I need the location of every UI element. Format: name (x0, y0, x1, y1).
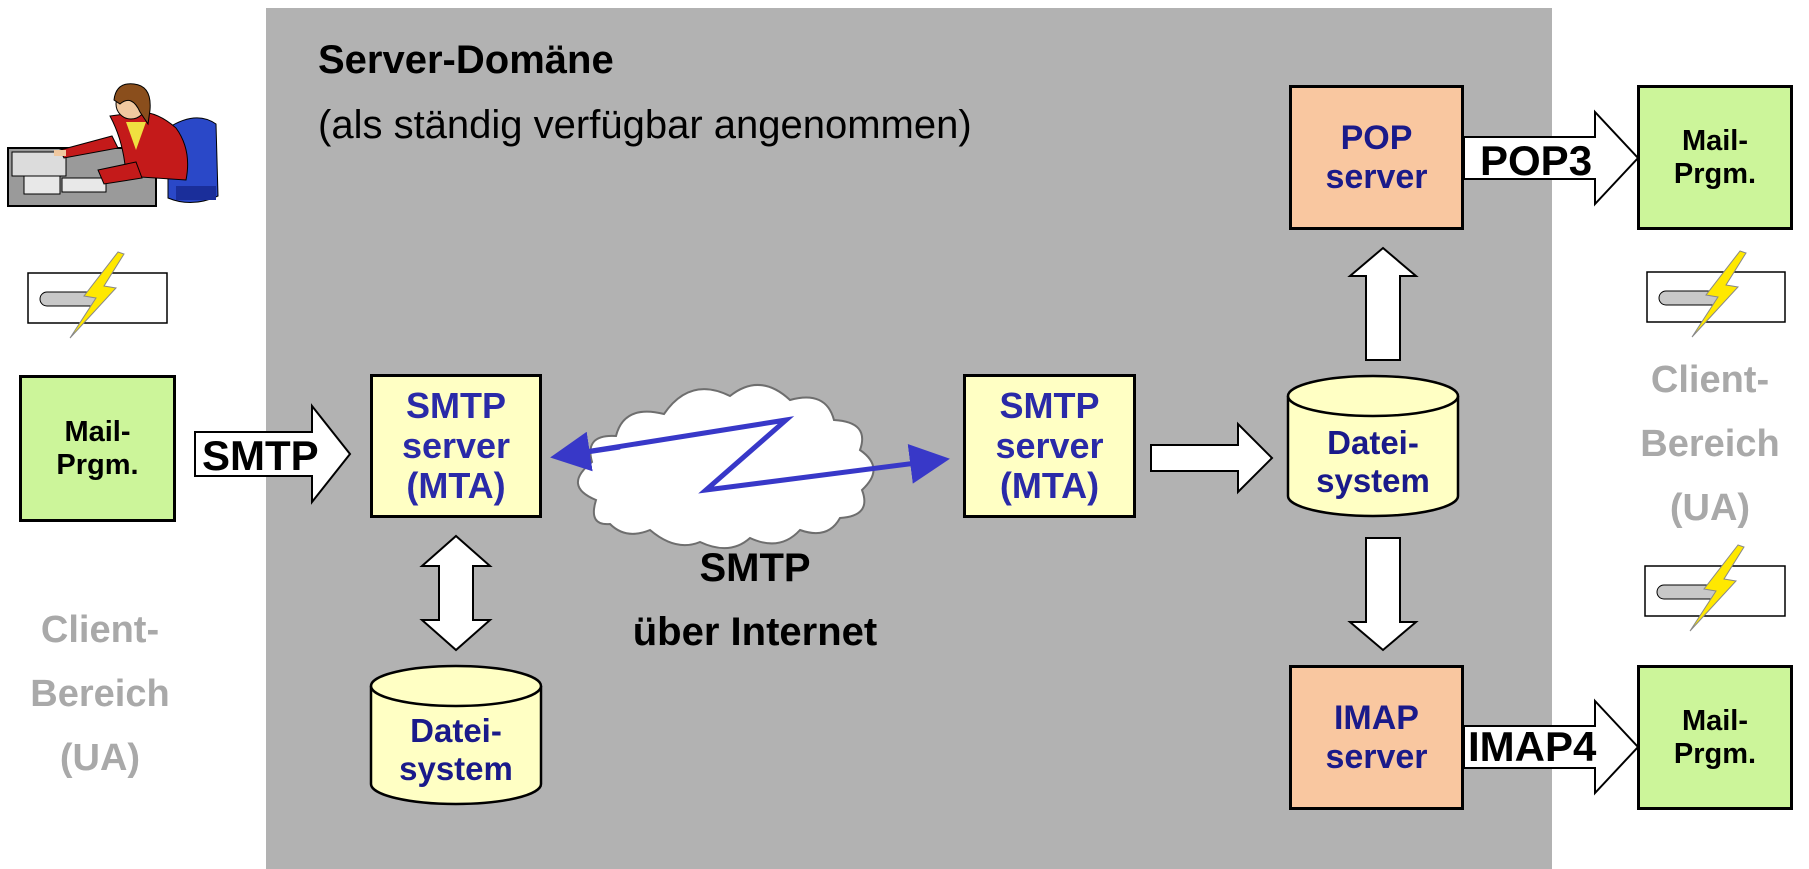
file-system-label-right: Datei- system (1316, 424, 1430, 499)
file-system-label-left: Datei- system (399, 712, 513, 787)
lightning-icon (1691, 250, 1747, 338)
cylinder-icon-left (369, 664, 543, 806)
arrow-icon-up-to-pop (1347, 246, 1419, 361)
internet-label: SMTP über Internet (600, 536, 910, 664)
arrow-icon-mta-to-storage (1150, 421, 1274, 495)
client-area-line: (UA) (59, 737, 141, 779)
smtp-server-sender: SMTP server (MTA) (370, 374, 542, 518)
imap-server-label: IMAP server (1325, 699, 1428, 776)
cloud-icon (577, 383, 875, 549)
mail-program-right-top: Mail- Prgm. (1637, 85, 1793, 230)
mail-program-right-bottom: Mail- Prgm. (1637, 665, 1793, 810)
client-area-label-left: Client- Bereich (UA) (0, 598, 200, 790)
domain-subtitle: (als ständig verfügbar angenommen) (318, 103, 972, 147)
pop-server-label: POP server (1325, 119, 1428, 196)
domain-title: Server-Domäne (318, 38, 614, 82)
pop-server: POP server (1289, 85, 1464, 230)
protocol-label-imap4: IMAP4 (1468, 723, 1597, 770)
arrow-icon-pop3 (1463, 109, 1640, 207)
person-at-computer-icon (7, 83, 219, 207)
client-area-line: (UA) (1669, 487, 1751, 529)
mail-program-label: Mail- Prgm. (56, 416, 139, 481)
client-area-label-right: Client- Bereich (UA) (1612, 348, 1808, 540)
mail-program-left: Mail- Prgm. (19, 375, 176, 522)
internet-label-line: SMTP (699, 546, 811, 590)
client-area-line: Client- (1650, 359, 1770, 401)
protocol-label-pop3: POP3 (1480, 137, 1593, 184)
internet-connection-line (559, 416, 950, 494)
arrow-icon-down-to-imap (1347, 537, 1419, 652)
smtp-server-label: SMTP server (MTA) (401, 384, 511, 507)
protocol-label-smtp: SMTP (202, 432, 319, 479)
mail-program-label: Mail- Prgm. (1673, 125, 1757, 190)
internet-connection-start-arrow (550, 431, 621, 472)
cylinder-icon-right (1286, 374, 1460, 518)
arrow-icon-vertical-double (419, 534, 493, 652)
lightning-icon (69, 251, 125, 339)
client-area-line: Bereich (1640, 423, 1780, 465)
client-area-line: Bereich (30, 673, 170, 715)
arrow-icon-smtp-left (194, 403, 352, 505)
lightning-icon (1689, 544, 1745, 632)
smtp-server-receiver: SMTP server (MTA) (963, 374, 1136, 518)
internet-label-line: über Internet (632, 610, 878, 654)
imap-server: IMAP server (1289, 665, 1464, 810)
mail-program-label: Mail- Prgm. (1673, 705, 1757, 770)
arrow-icon-imap4 (1463, 698, 1640, 796)
smtp-server-label: SMTP server (MTA) (995, 384, 1104, 507)
client-area-line: Client- (40, 609, 160, 651)
